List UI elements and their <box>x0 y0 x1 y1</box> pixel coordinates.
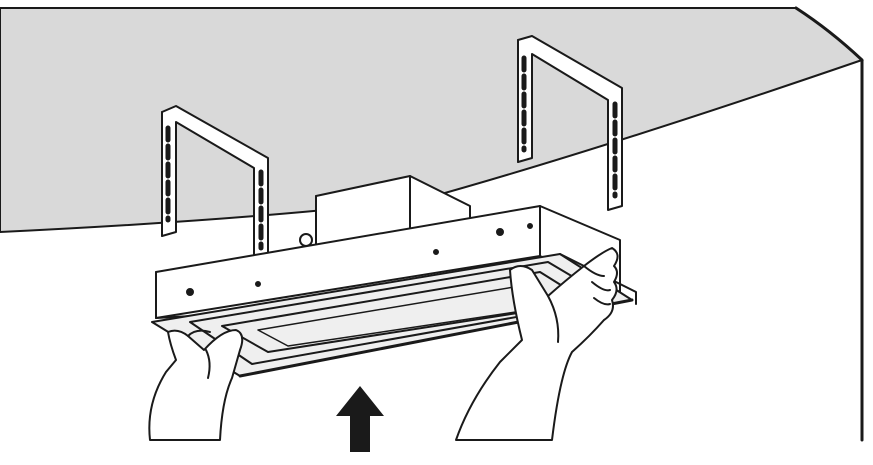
arrow-up-icon <box>336 386 384 452</box>
wall-edge <box>794 6 864 442</box>
mounting-bracket-left <box>161 105 269 263</box>
mounting-bracket-right <box>517 35 623 211</box>
left-hand <box>148 329 244 441</box>
right-hand <box>455 247 619 441</box>
